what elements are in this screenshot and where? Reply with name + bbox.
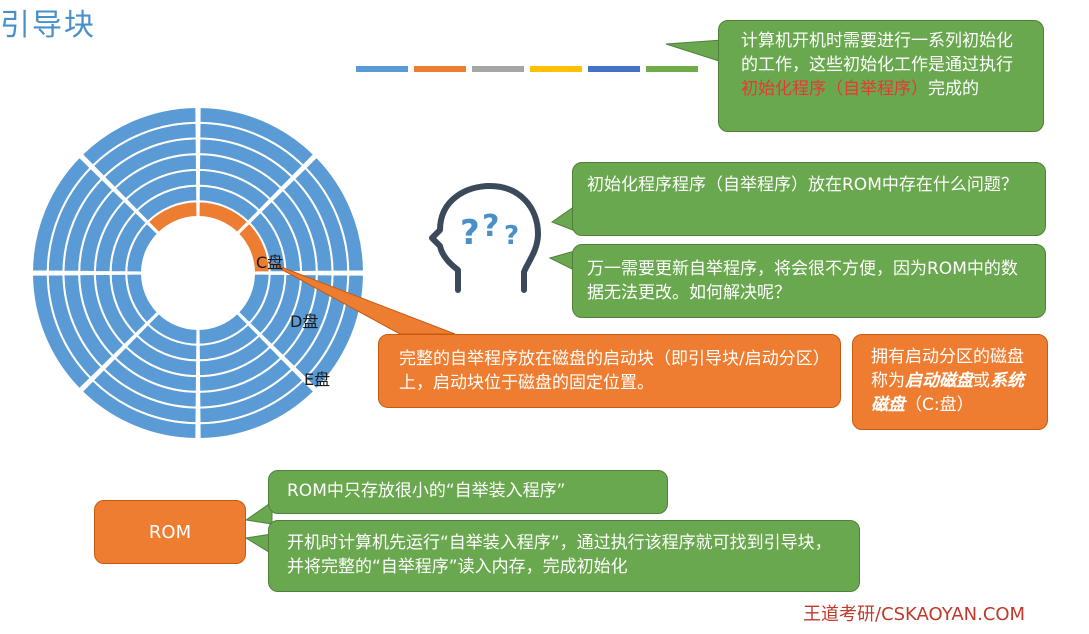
rom-label: ROM (149, 522, 191, 543)
rom-callout-2-text: 开机时计算机先运行“自举装入程序”，通过执行该程序就可找到引导块，并将完整的“自… (287, 533, 832, 577)
footer-brand: 王道考研/CSKAOYAN.COM (803, 600, 1025, 626)
init-callout-text: 计算机开机时需要进行一系列初始化的工作，这些初始化工作是通过执行 (741, 31, 1013, 75)
question-callout: 初始化程序程序（自举程序）放在ROM中存在什么问题？ (572, 162, 1046, 236)
boot-disk-callout: 拥有启动分区的磁盘称为启动磁盘或系统磁盘（C:盘） (852, 334, 1048, 430)
init-callout-text-end: 完成的 (928, 79, 979, 99)
answer-callout: 万一需要更新自举程序，将会很不方便，因为ROM中的数据无法更改。如何解决呢？ (572, 244, 1046, 318)
boot-disk-end: （C:盘） (905, 395, 974, 415)
answer-text: 万一需要更新自举程序，将会很不方便，因为ROM中的数据无法更改。如何解决呢？ (587, 259, 1018, 303)
boot-block-text: 完整的自举程序放在磁盘的启动块（即引导块/启动分区）上，启动块位于磁盘的固定位置… (399, 349, 821, 393)
rom-callout-2: 开机时计算机先运行“自举装入程序”，通过执行该程序就可找到引导块，并将完整的“自… (268, 520, 860, 592)
head-question-icon: ? ? ? (428, 178, 548, 298)
svg-text:?: ? (460, 213, 480, 253)
rom-callout-1-text: ROM中只存放很小的“自举装入程序” (287, 481, 565, 501)
rom-box: ROM (94, 500, 246, 564)
boot-disk-bold1: 启动磁盘 (905, 371, 973, 391)
svg-text:?: ? (482, 209, 499, 244)
svg-text:?: ? (504, 221, 519, 251)
boot-block-callout: 完整的自举程序放在磁盘的启动块（即引导块/启动分区）上，启动块位于磁盘的固定位置… (378, 334, 841, 408)
rom-callout-1: ROM中只存放很小的“自举装入程序” (268, 470, 668, 514)
init-callout-highlight: 初始化程序（自举程序） (741, 79, 928, 99)
init-program-callout: 计算机开机时需要进行一系列初始化的工作，这些初始化工作是通过执行初始化程序（自举… (718, 20, 1044, 132)
question-text: 初始化程序程序（自举程序）放在ROM中存在什么问题？ (587, 175, 1018, 195)
boot-disk-mid: 或 (973, 371, 990, 391)
